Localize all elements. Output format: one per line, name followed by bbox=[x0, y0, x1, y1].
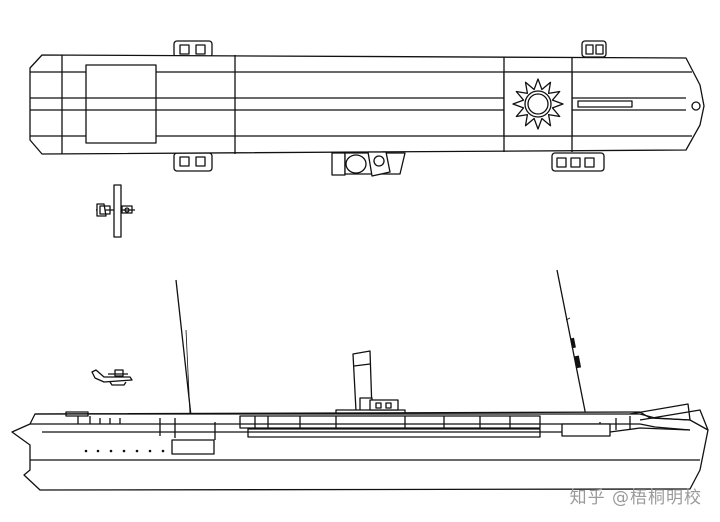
sponson-top-right bbox=[581, 40, 607, 58]
funnel bbox=[352, 350, 373, 413]
seaplane-plan-icon bbox=[96, 184, 135, 238]
sponson-top-left bbox=[173, 40, 213, 58]
sponson-bottom-left bbox=[173, 152, 213, 172]
watermark: 知乎 @梧桐明校 bbox=[569, 488, 702, 508]
sun-disc bbox=[524, 90, 552, 118]
sun-emblem-icon bbox=[512, 78, 564, 130]
profile-view bbox=[11, 269, 709, 491]
island-plan bbox=[331, 151, 406, 177]
sponson-bottom-right bbox=[551, 152, 605, 172]
aft-mast bbox=[175, 279, 192, 417]
portholes bbox=[84, 449, 165, 453]
seaplane-profile-icon bbox=[91, 369, 133, 386]
sun-inner-ring bbox=[527, 93, 549, 115]
plan-view bbox=[29, 40, 705, 177]
elevator-hatch bbox=[85, 64, 157, 144]
